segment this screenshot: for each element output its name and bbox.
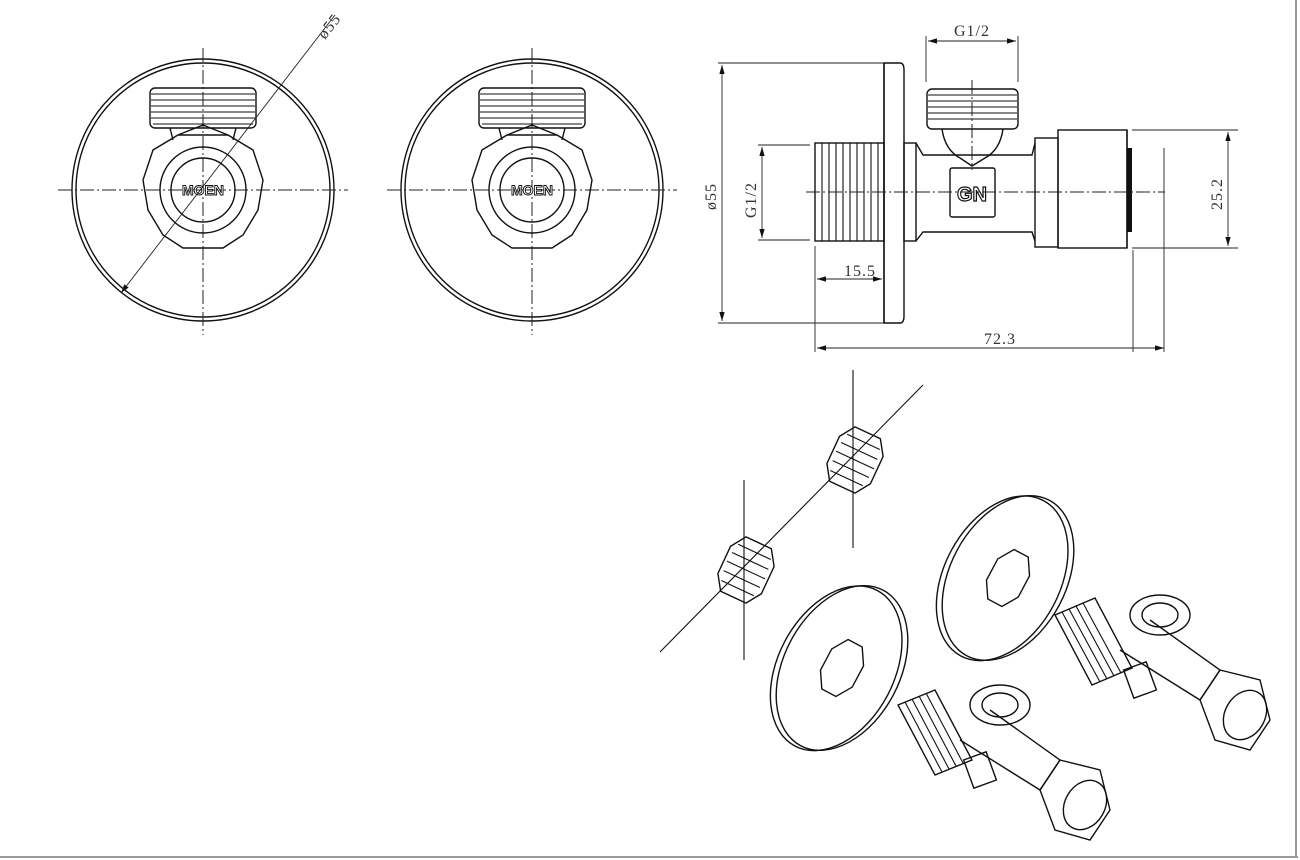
iso-valve-1 — [897, 684, 1111, 841]
iso-nut-2 — [717, 536, 775, 604]
dimension-thread-length: 15.5 — [844, 263, 876, 280]
dimension-overall-length: 72.3 — [984, 331, 1016, 348]
iso-plate-1 — [769, 584, 909, 752]
iso-plate-2 — [935, 494, 1075, 662]
iso-nut-1 — [826, 426, 884, 494]
dimension-nut-height: 25.2 — [1209, 178, 1226, 210]
side-view: GN ø55 G1/2 G1/2 15.5 — [703, 23, 1238, 352]
dimension-plate-diameter: ø55 — [703, 183, 720, 210]
front-view-dimensioned: MOEN ø55 — [57, 11, 349, 336]
body-mark: GN — [957, 184, 987, 206]
logo-text: MOEN — [182, 182, 224, 198]
logo-text-2: MOEN — [511, 182, 553, 198]
dimension-outlet-thread: G1/2 — [954, 23, 990, 40]
dimension-diameter-front: ø55 — [315, 11, 345, 43]
dimension-inlet-thread: G1/2 — [743, 182, 760, 218]
iso-valve-2 — [1054, 594, 1271, 751]
isometric-view — [659, 370, 1271, 841]
front-view: MOEN — [386, 47, 678, 336]
